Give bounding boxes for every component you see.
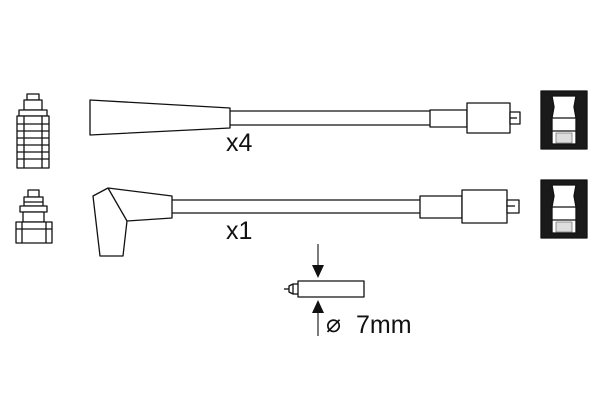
cable-lower [92,187,520,257]
diameter-detail [284,244,365,336]
diameter-value-label: 7mm [356,311,412,339]
left-connector-upper [16,93,50,169]
multiplier-label-x4: x4 [226,129,253,157]
left-connector-lower [15,189,53,244]
diameter-symbol: ⌀ [326,310,342,338]
multiplier-label-x1: x1 [226,217,253,245]
right-boot-lower [540,179,588,239]
cable-upper [89,99,521,136]
right-boot-upper [540,90,588,150]
